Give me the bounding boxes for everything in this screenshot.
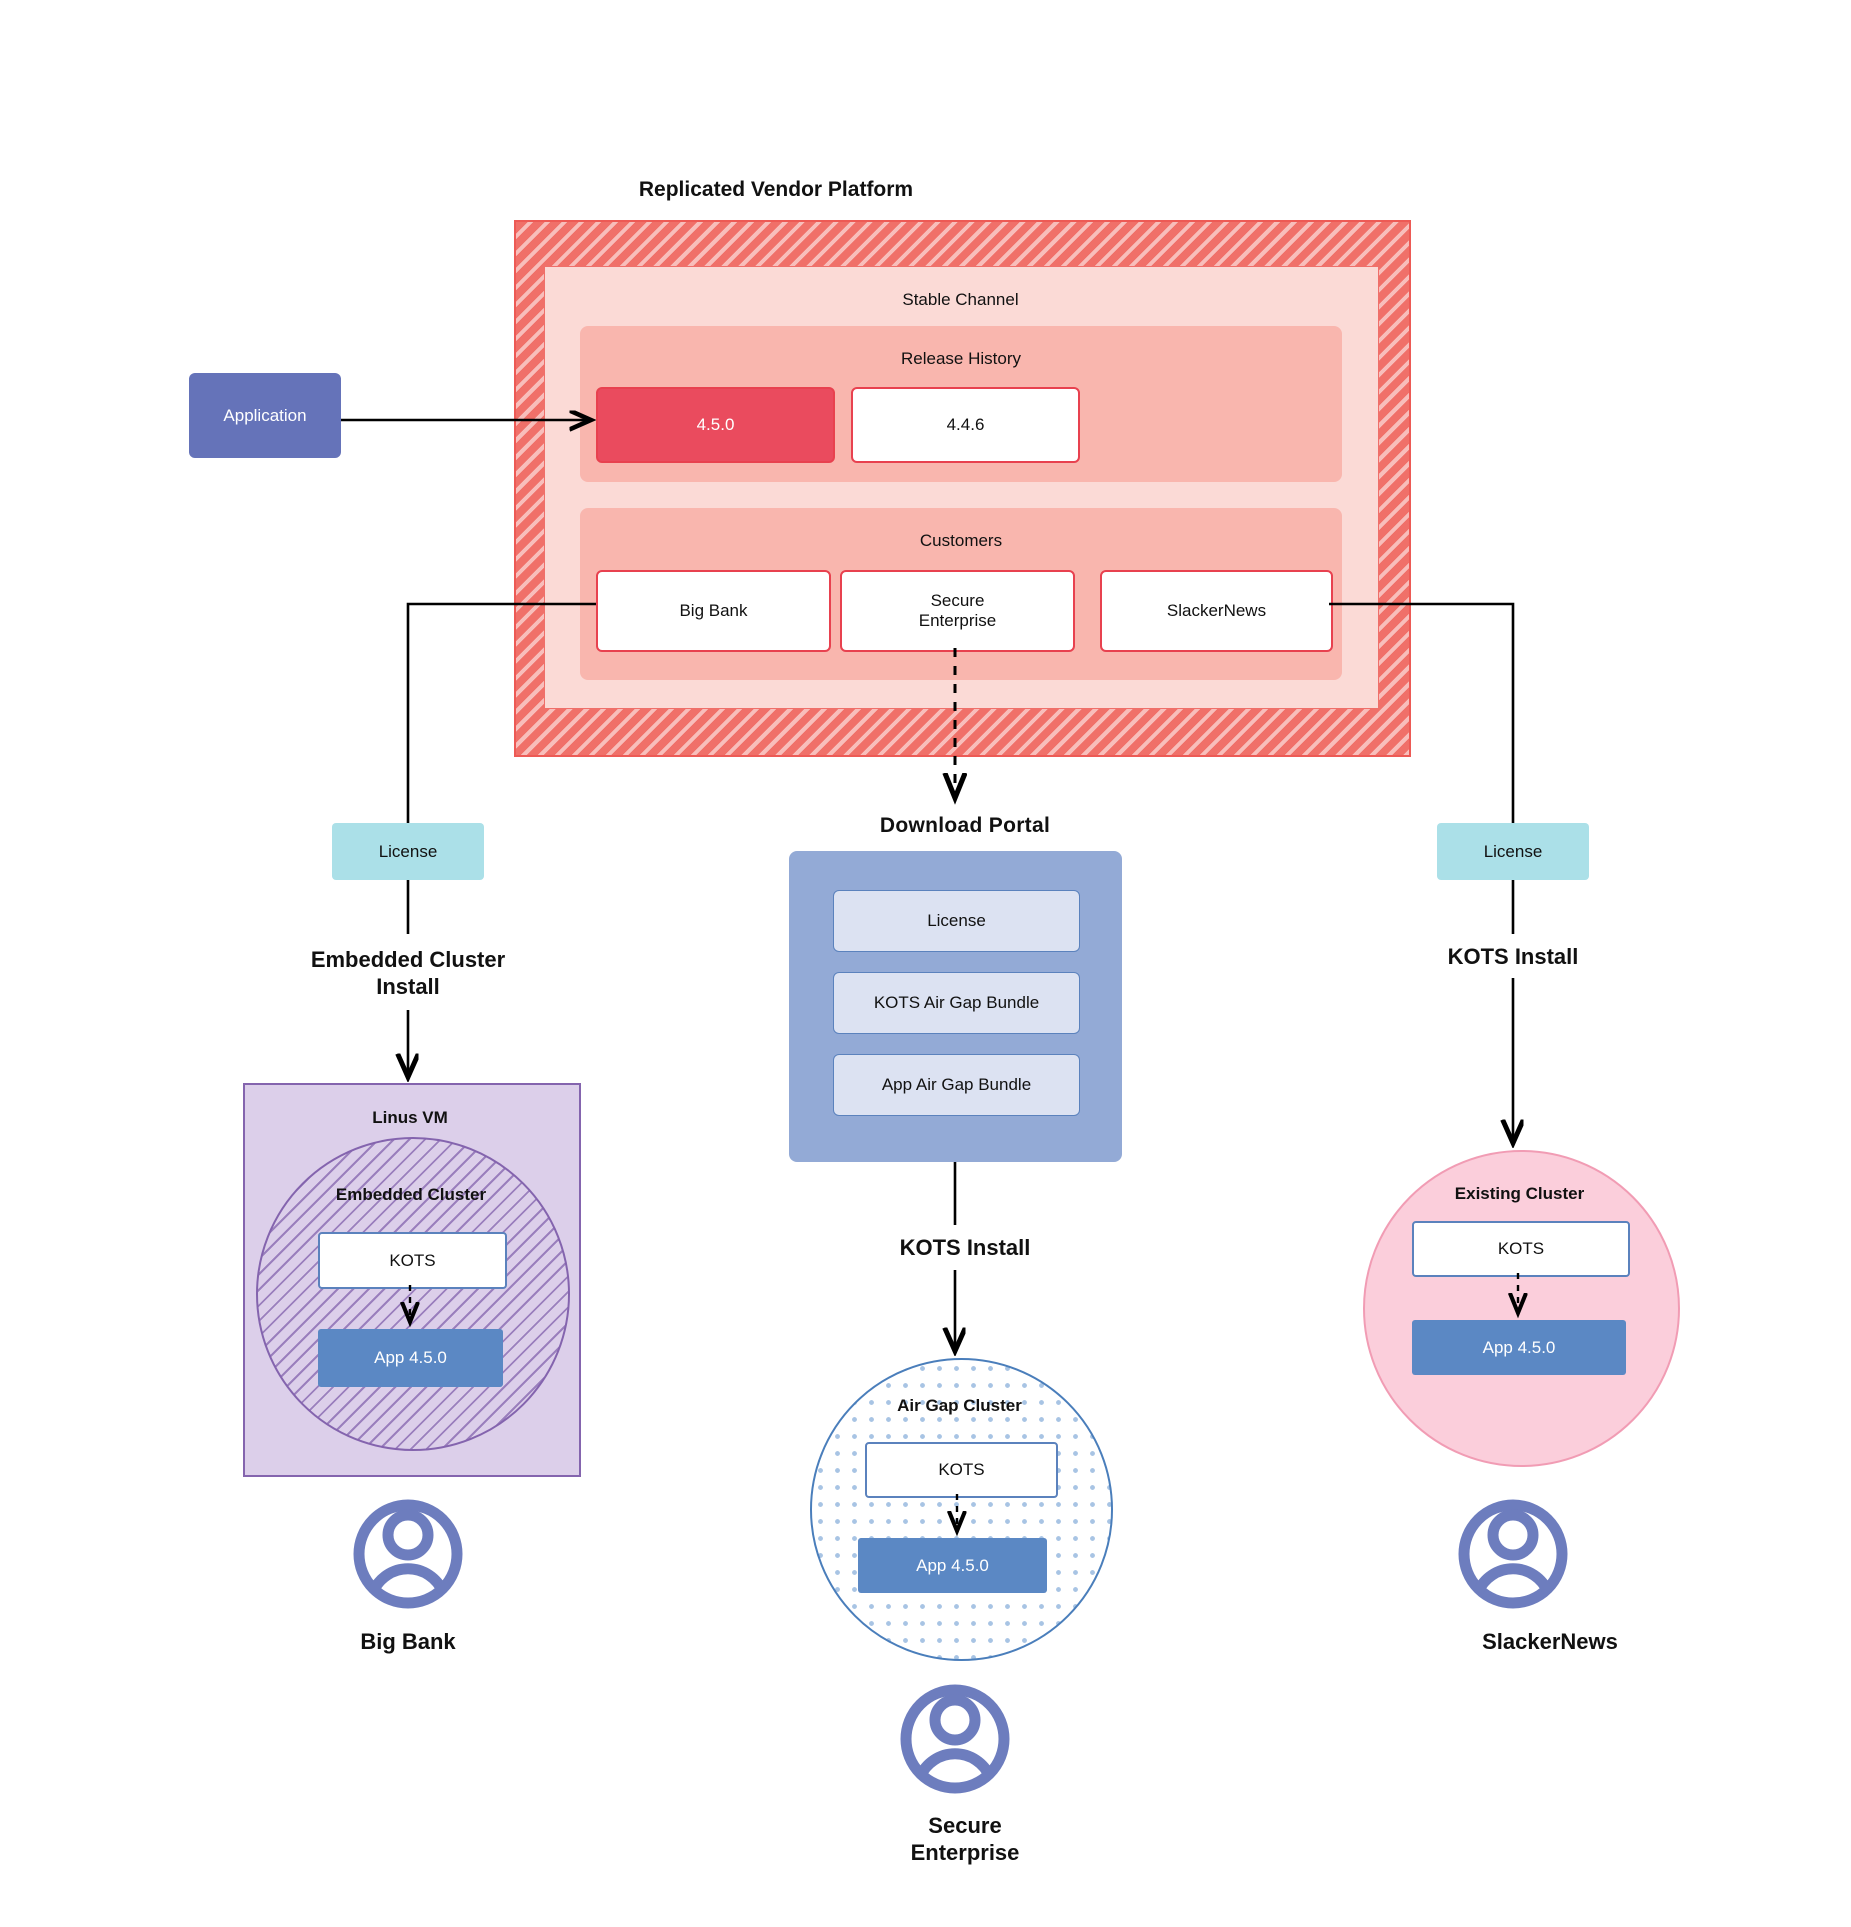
app-block-left[interactable]: App 4.5.0 bbox=[318, 1329, 503, 1387]
persona-secure-line2: Enterprise bbox=[910, 1840, 1020, 1865]
air-gap-cluster-label: Air Gap Cluster bbox=[897, 1396, 1022, 1415]
portal-item-kots-air-gap-bundle[interactable]: KOTS Air Gap Bundle bbox=[833, 972, 1080, 1034]
edge-label-embedded-cluster-install: Embedded Cluster Install bbox=[230, 942, 586, 1004]
release-history-label: Release History bbox=[901, 349, 1021, 368]
license-chip-left[interactable]: License bbox=[332, 823, 484, 880]
existing-cluster-label: Existing Cluster bbox=[1454, 1184, 1585, 1203]
release-4-4-6[interactable]: 4.4.6 bbox=[851, 387, 1080, 463]
kots-block-middle[interactable]: KOTS bbox=[865, 1442, 1058, 1498]
edge-label-embedded-line1: Embedded Cluster bbox=[310, 946, 506, 972]
license-chip-right[interactable]: License bbox=[1437, 823, 1589, 880]
embedded-cluster-label: Embedded Cluster bbox=[335, 1185, 487, 1204]
page-title: Replicated Vendor Platform bbox=[638, 178, 914, 201]
app-block-right[interactable]: App 4.5.0 bbox=[1412, 1320, 1626, 1375]
portal-item-license[interactable]: License bbox=[833, 890, 1080, 952]
edge-label-kots-install-middle: KOTS Install bbox=[899, 1235, 1031, 1261]
download-portal-title: Download Portal bbox=[879, 814, 1051, 837]
linux-vm-label: Linus VM bbox=[372, 1108, 448, 1127]
stable-channel-label: Stable Channel bbox=[902, 290, 1019, 309]
customer-big-bank[interactable]: Big Bank bbox=[596, 570, 831, 652]
persona-label-big-bank: Big Bank bbox=[360, 1629, 456, 1655]
customer-slackernews[interactable]: SlackerNews bbox=[1100, 570, 1333, 652]
edge-label-embedded-line2: Install bbox=[376, 974, 440, 999]
customer-secure-enterprise[interactable]: Secure Enterprise bbox=[840, 570, 1075, 652]
persona-icon-slackernews bbox=[1458, 1499, 1568, 1609]
kots-block-right[interactable]: KOTS bbox=[1412, 1221, 1630, 1277]
customers-label: Customers bbox=[919, 531, 1003, 550]
persona-icon-secure-enterprise bbox=[900, 1684, 1010, 1794]
customer-secure-enterprise-line1: Secure bbox=[930, 591, 985, 610]
release-4-5-0[interactable]: 4.5.0 bbox=[596, 387, 835, 463]
persona-icon-big-bank bbox=[353, 1499, 463, 1609]
persona-label-secure-enterprise: Secure Enterprise bbox=[770, 1808, 1160, 1870]
air-gap-cluster-circle bbox=[810, 1358, 1113, 1661]
edge-label-kots-install-right: KOTS Install bbox=[1447, 944, 1579, 970]
persona-label-slackernews: SlackerNews bbox=[1482, 1629, 1618, 1655]
app-block-middle[interactable]: App 4.5.0 bbox=[858, 1538, 1047, 1593]
portal-item-app-air-gap-bundle[interactable]: App Air Gap Bundle bbox=[833, 1054, 1080, 1116]
customer-secure-enterprise-line2: Enterprise bbox=[918, 611, 997, 630]
persona-secure-line1: Secure bbox=[928, 1812, 1002, 1838]
kots-block-left[interactable]: KOTS bbox=[318, 1232, 507, 1289]
application-block[interactable]: Application bbox=[189, 373, 341, 458]
embedded-cluster-circle bbox=[256, 1137, 570, 1451]
